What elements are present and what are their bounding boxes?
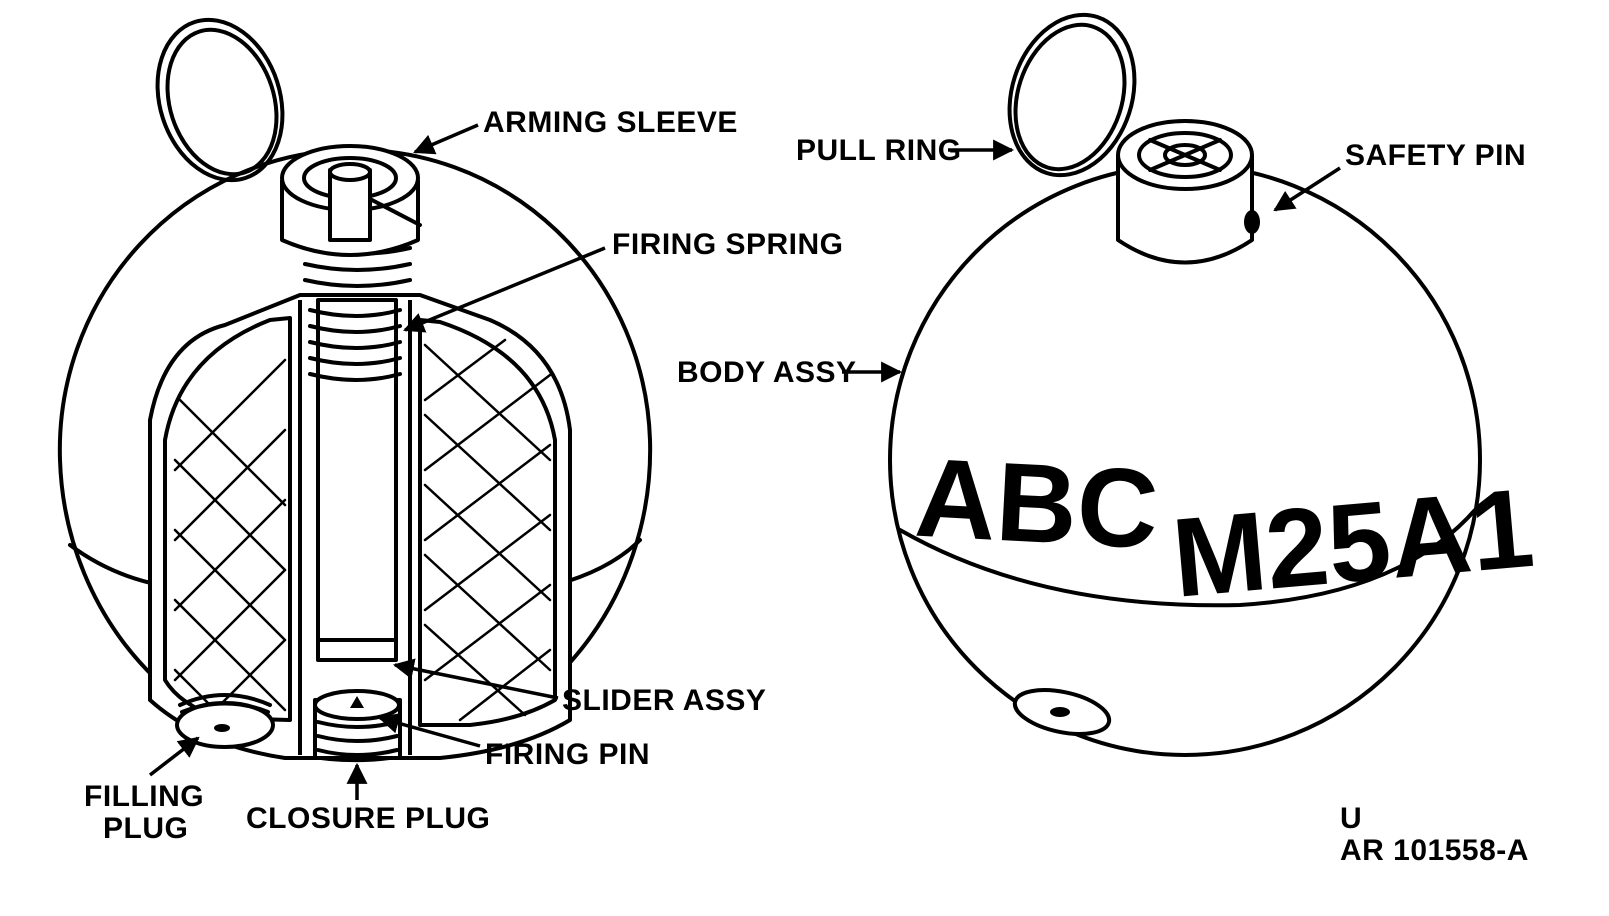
exterior-pull-ring — [1007, 12, 1137, 178]
label-body-assy: BODY ASSY — [677, 356, 857, 389]
closure-plug — [313, 689, 402, 760]
label-firing-pin: FIRING PIN — [485, 738, 650, 771]
marking-abc: ABC — [912, 435, 1161, 573]
marking-model: M25A1 — [1168, 465, 1539, 621]
labels: ARMING SLEEVE FIRING SPRING SLIDER ASSY … — [84, 106, 1529, 867]
leader-arming-sleeve — [413, 123, 479, 155]
caption-line-2: AR 101558-A — [1340, 834, 1529, 867]
leader-filling-plug — [148, 736, 200, 777]
left-filler-chamber — [163, 316, 292, 722]
leader-firing-spring — [403, 246, 606, 333]
exterior-filling-plug — [1012, 688, 1112, 736]
label-closure-plug: CLOSURE PLUG — [246, 802, 490, 835]
right-filler-crosshatch — [423, 338, 552, 722]
left-filler-crosshatch — [173, 358, 287, 712]
label-pull-ring: PULL RING — [796, 134, 962, 167]
label-slider-assy: SLIDER ASSY — [562, 684, 766, 717]
exterior-equator — [898, 508, 1477, 608]
label-arming-sleeve: ARMING SLEEVE — [483, 106, 738, 139]
exterior-grenade: ABC M25A1 — [888, 12, 1539, 757]
leader-lines — [148, 123, 1341, 800]
slider-body — [316, 298, 398, 662]
leader-firing-pin — [377, 712, 481, 748]
central-tube — [298, 300, 412, 755]
arming-sleeve — [280, 144, 422, 257]
cutaway-pull-ring — [155, 17, 285, 183]
label-filling: FILLING — [84, 780, 204, 813]
leader-slider-assy — [392, 658, 559, 700]
label-firing-spring: FIRING SPRING — [612, 228, 844, 261]
label-safety-pin: SAFETY PIN — [1345, 139, 1526, 172]
cutaway-equator-left — [68, 543, 162, 587]
filling-plug — [175, 693, 275, 749]
label-plug: PLUG — [103, 812, 188, 845]
right-filler-chamber — [418, 318, 557, 727]
leader-safety-pin — [1273, 166, 1341, 212]
caption-line-1: U — [1340, 802, 1362, 835]
cutaway-grenade — [57, 17, 653, 763]
exterior-fuze — [1116, 119, 1260, 265]
